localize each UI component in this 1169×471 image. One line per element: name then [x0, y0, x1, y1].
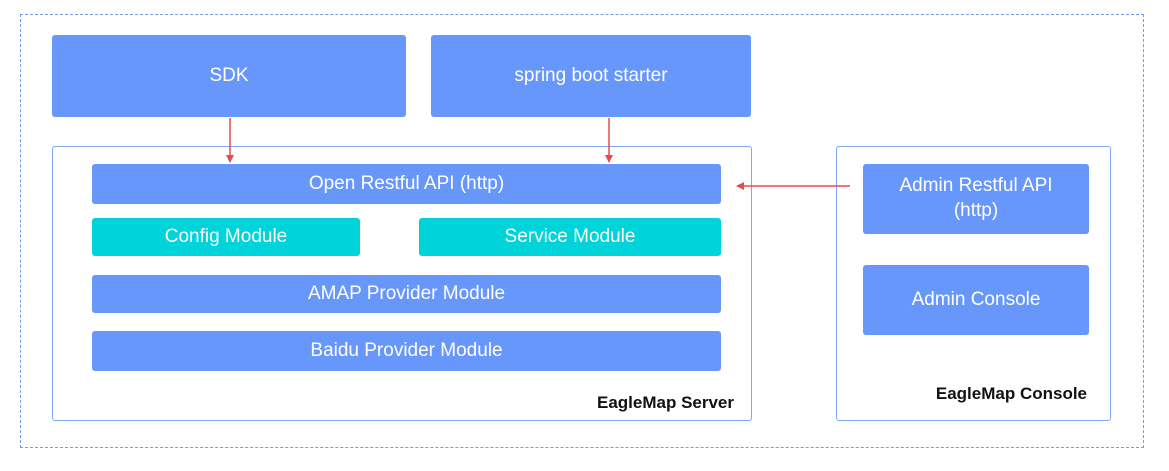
open-restful-api-label: Open Restful API (http) [308, 172, 505, 194]
system-boundary [20, 14, 1144, 448]
admin-console-box: Admin Console [863, 265, 1089, 335]
eaglemap-console-frame [836, 146, 1111, 421]
admin-restful-api-label-line1: Admin Restful API [899, 175, 1053, 197]
spring-boot-starter-box: spring boot starter [431, 35, 751, 117]
service-module-box: Service Module [419, 218, 721, 256]
eaglemap-server-frame [52, 146, 752, 421]
config-module-label: Config Module [164, 225, 288, 247]
amap-provider-module-box: AMAP Provider Module [92, 275, 721, 313]
service-module-label: Service Module [504, 225, 636, 247]
sdk-label: SDK [209, 64, 249, 86]
amap-provider-module-label: AMAP Provider Module [307, 282, 506, 304]
admin-restful-api-box: Admin Restful API (http) [863, 164, 1089, 234]
config-module-box: Config Module [92, 218, 360, 256]
baidu-provider-module-label: Baidu Provider Module [310, 339, 503, 361]
eaglemap-server-label: EagleMap Server [596, 393, 734, 412]
eaglemap-console-label: EagleMap Console [935, 384, 1087, 403]
open-restful-api-box: Open Restful API (http) [92, 164, 721, 204]
sdk-box: SDK [52, 35, 406, 117]
admin-restful-api-label-line2: (http) [953, 200, 999, 221]
baidu-provider-module-box: Baidu Provider Module [92, 331, 721, 371]
admin-console-label: Admin Console [911, 288, 1041, 310]
spring-boot-starter-label: spring boot starter [514, 64, 668, 86]
